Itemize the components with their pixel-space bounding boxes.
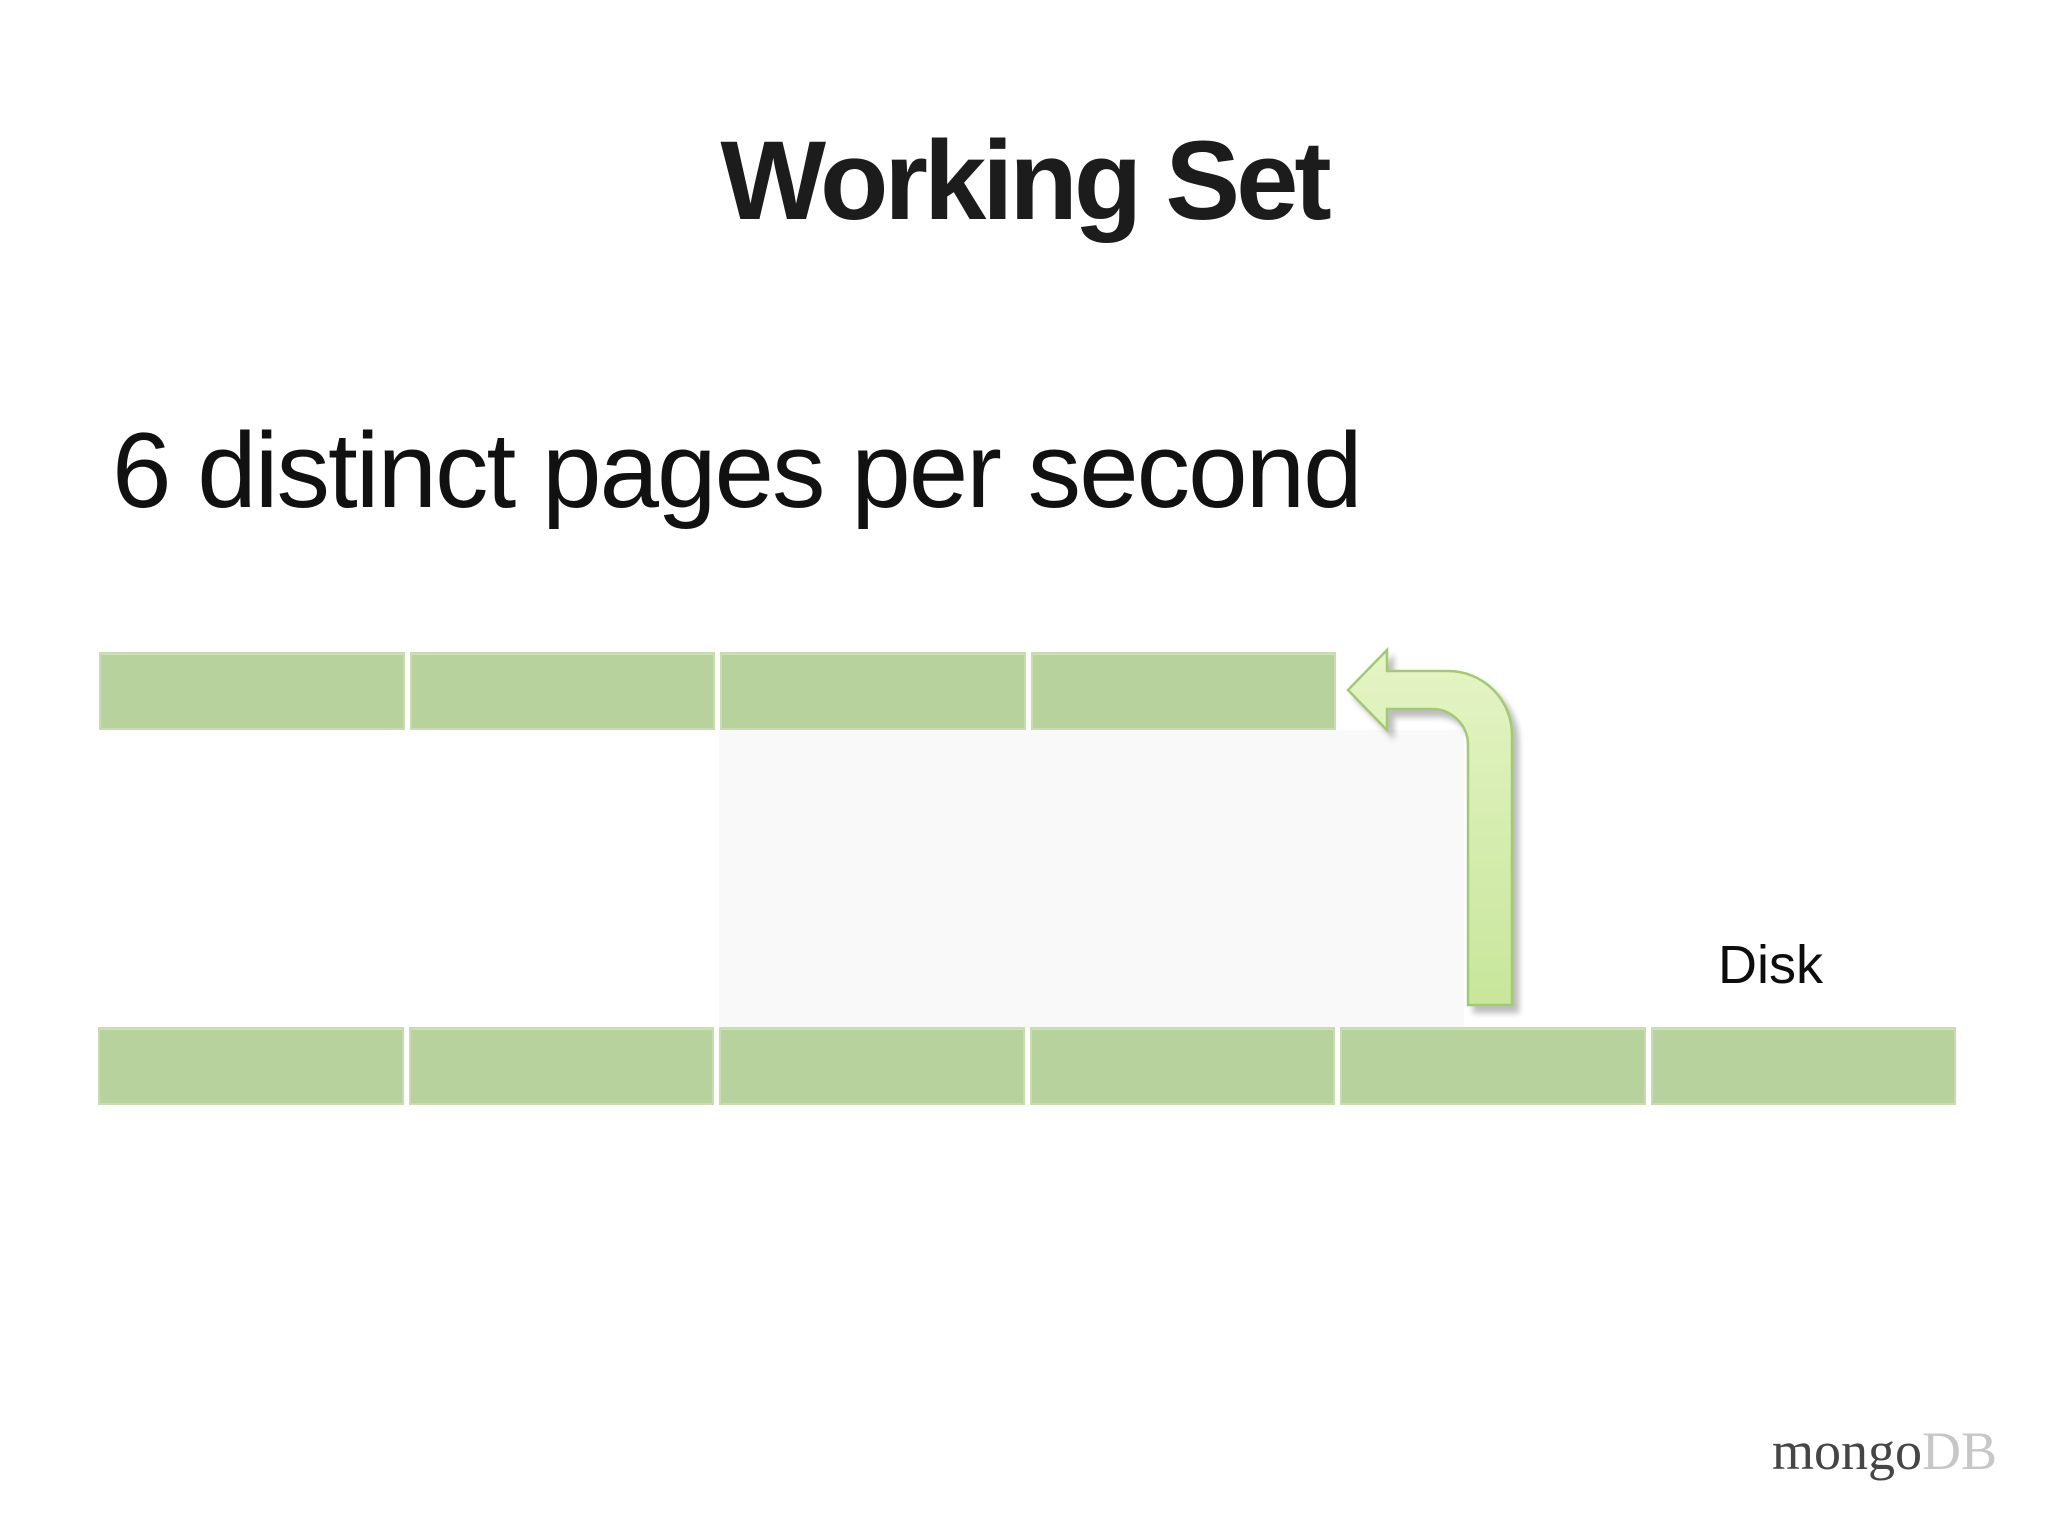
memory-pages-row — [99, 652, 1336, 730]
mongodb-logo-db: DB — [1922, 1421, 1998, 1481]
background-panel — [719, 730, 1464, 1028]
disk-page-block — [719, 1027, 1025, 1105]
disk-page-block — [1029, 1027, 1335, 1105]
mongodb-logo-mongo: mongo — [1772, 1421, 1923, 1481]
page-title: Working Set — [720, 118, 1331, 243]
disk-pages-row — [98, 1027, 1956, 1105]
disk-page-block — [98, 1027, 404, 1105]
disk-label: Disk — [1718, 935, 1823, 995]
disk-page-block — [1650, 1027, 1956, 1105]
bent-arrow-icon — [1340, 646, 1520, 1018]
disk-page-block — [1340, 1027, 1646, 1105]
memory-page-block — [1030, 652, 1336, 730]
memory-page-block — [99, 652, 405, 730]
subtitle-text: 6 distinct pages per second — [112, 410, 1363, 530]
disk-page-block — [408, 1027, 714, 1105]
memory-page-block — [720, 652, 1026, 730]
mongodb-logo: mongoDB — [1772, 1420, 1997, 1482]
memory-page-block — [409, 652, 715, 730]
